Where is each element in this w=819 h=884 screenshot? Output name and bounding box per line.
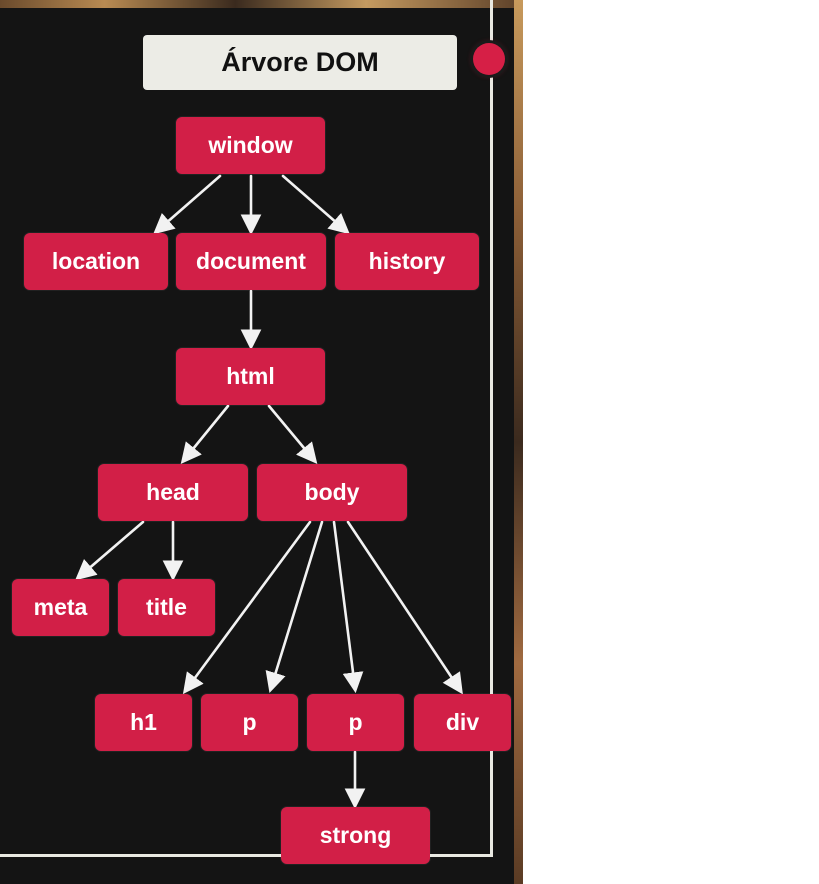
record-dot-icon [473, 43, 505, 75]
node-title: title [118, 579, 215, 636]
node-p: p [307, 694, 404, 751]
edge-body-h1 [182, 520, 312, 695]
edge-window-location [153, 174, 222, 235]
edge-head-meta [75, 520, 145, 581]
node-body: body [257, 464, 407, 521]
slide: Árvore DOM window location document hist… [0, 0, 523, 884]
node-div: div [414, 694, 511, 751]
frame-border-right [490, 0, 493, 857]
node-location: location [24, 233, 168, 290]
edge-body-p1 [265, 520, 324, 693]
node-strong: strong [281, 807, 430, 864]
diagram-title: Árvore DOM [143, 35, 457, 90]
node-h1: h1 [95, 694, 192, 751]
node-head: head [98, 464, 248, 521]
node-meta: meta [12, 579, 109, 636]
edge-window-history [281, 174, 350, 235]
node-document: document [176, 233, 326, 290]
edge-html-head [180, 404, 230, 465]
edge-html-body [267, 404, 318, 464]
node-history: history [335, 233, 479, 290]
background-strip [0, 0, 523, 10]
edges-layer [75, 174, 463, 810]
node-html: html [176, 348, 325, 405]
node-p: p [201, 694, 298, 751]
node-window: window [176, 117, 325, 174]
background-strip-right [514, 0, 523, 884]
edge-body-div [346, 520, 463, 695]
edge-body-p2 [332, 520, 364, 694]
frame-border-bottom [0, 854, 493, 857]
